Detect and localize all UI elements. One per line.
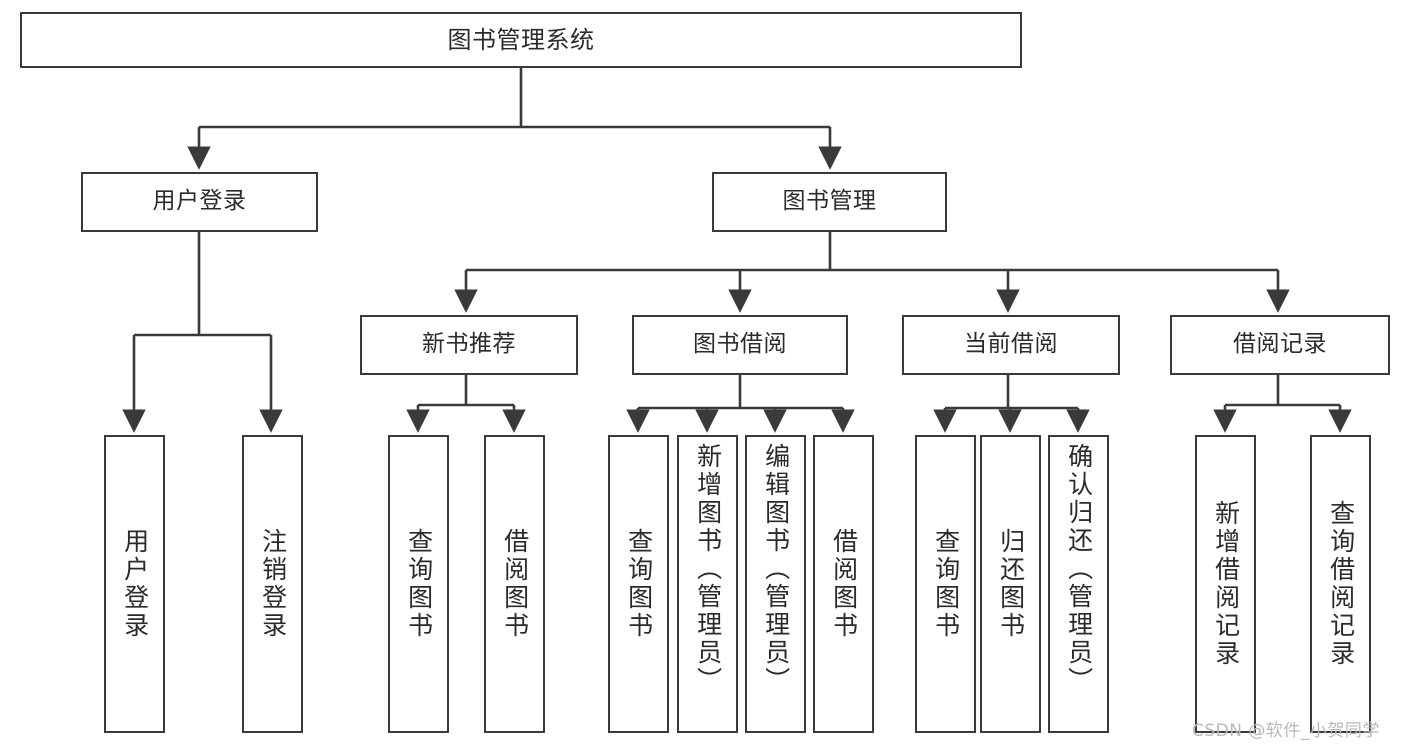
node-borrow-record-label: 借阅记录 — [1233, 331, 1327, 358]
csdn-watermark: CSDN @软件_小贺同学 — [1192, 721, 1380, 741]
node-leaf-query-record-label: 查询借阅记录 — [1326, 500, 1356, 668]
node-book-manage-label: 图书管理 — [782, 188, 877, 215]
node-leaf-query-book-1[interactable]: 查询图书 — [388, 435, 449, 733]
node-leaf-return-book-label: 归还图书 — [996, 528, 1026, 640]
node-leaf-user-login-label: 用户登录 — [120, 528, 150, 640]
node-leaf-borrow-book-2-label: 借阅图书 — [829, 528, 859, 640]
node-root-label: 图书管理系统 — [447, 25, 595, 54]
node-leaf-add-book[interactable]: 新增图书（管理员） — [677, 435, 738, 733]
node-leaf-query-book-2-label: 查询图书 — [624, 528, 654, 640]
node-leaf-edit-book[interactable]: 编辑图书（管理员） — [745, 435, 806, 733]
node-leaf-borrow-book-1-label: 借阅图书 — [500, 528, 530, 640]
node-leaf-query-book-3-label: 查询图书 — [931, 528, 961, 640]
node-leaf-user-login[interactable]: 用户登录 — [104, 435, 165, 733]
node-user-login[interactable]: 用户登录 — [81, 172, 318, 232]
node-leaf-confirm-return[interactable]: 确认归还（管理员） — [1048, 435, 1109, 733]
node-borrow-record[interactable]: 借阅记录 — [1170, 315, 1390, 375]
node-leaf-borrow-book-1[interactable]: 借阅图书 — [484, 435, 545, 733]
node-leaf-query-book-2[interactable]: 查询图书 — [608, 435, 669, 733]
node-leaf-query-record[interactable]: 查询借阅记录 — [1310, 435, 1371, 733]
node-leaf-add-record[interactable]: 新增借阅记录 — [1195, 435, 1256, 733]
node-leaf-return-book[interactable]: 归还图书 — [980, 435, 1041, 733]
node-user-login-label: 用户登录 — [152, 188, 247, 215]
node-leaf-query-book-3[interactable]: 查询图书 — [915, 435, 976, 733]
node-leaf-query-book-1-label: 查询图书 — [404, 528, 434, 640]
node-new-book-recommend[interactable]: 新书推荐 — [360, 315, 578, 375]
node-leaf-edit-book-label: 编辑图书（管理员） — [761, 443, 791, 695]
node-current-borrow-label: 当前借阅 — [964, 331, 1058, 358]
node-leaf-confirm-return-label: 确认归还（管理员） — [1064, 443, 1094, 695]
node-root[interactable]: 图书管理系统 — [20, 12, 1022, 68]
node-book-manage[interactable]: 图书管理 — [712, 172, 947, 232]
node-book-borrow[interactable]: 图书借阅 — [632, 315, 848, 375]
node-leaf-add-book-label: 新增图书（管理员） — [693, 443, 723, 695]
node-leaf-add-record-label: 新增借阅记录 — [1211, 500, 1241, 668]
node-leaf-logout-login[interactable]: 注销登录 — [242, 435, 303, 733]
node-leaf-logout-login-label: 注销登录 — [258, 528, 288, 640]
node-current-borrow[interactable]: 当前借阅 — [902, 315, 1120, 375]
node-new-book-recommend-label: 新书推荐 — [422, 331, 516, 358]
node-book-borrow-label: 图书借阅 — [693, 331, 787, 358]
node-leaf-borrow-book-2[interactable]: 借阅图书 — [813, 435, 874, 733]
